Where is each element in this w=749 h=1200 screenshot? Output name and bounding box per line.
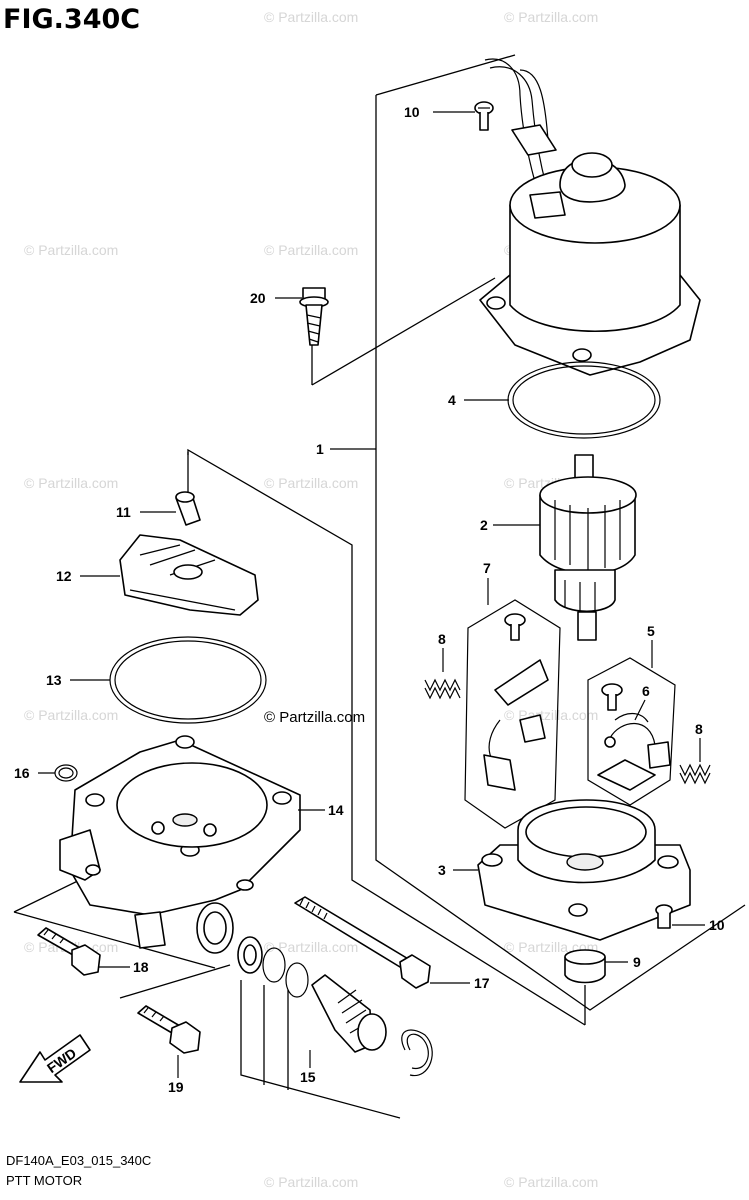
callout-3: 3 [438,862,446,878]
callout-4: 4 [448,392,456,408]
bolt-19 [137,1005,201,1054]
callout-8-right: 8 [695,721,703,737]
callout-5: 5 [647,623,655,639]
watermark: © Partzilla.com [264,939,358,955]
bolt-18 [37,927,101,976]
callout-13: 13 [46,672,62,688]
callout-18: 18 [133,959,149,975]
callout-19: 19 [168,1079,184,1095]
collar-9 [564,949,606,984]
housing-14 [59,735,301,954]
callout-10-upper: 10 [404,104,420,120]
callout-14: 14 [328,802,344,818]
callout-2: 2 [480,517,488,533]
lead-wire-6 [614,712,649,723]
callout-17: 17 [474,975,490,991]
figure-code: DF140A_E03_015_340C [6,1153,151,1168]
callout-6: 6 [642,683,650,699]
bolt-20 [299,287,329,346]
watermark: © Partzilla.com [264,1174,358,1190]
cover-plate-12 [119,534,259,616]
callout-9: 9 [633,954,641,970]
spring-8-right [679,763,711,785]
watermark: © Partzilla.com [24,242,118,258]
callout-20: 20 [250,290,266,306]
fwd-arrow-icon: FWD [19,1034,91,1083]
screw-10-upper [474,101,494,131]
watermark: © Partzilla.com [264,475,358,491]
watermark: © Partzilla.com [504,707,598,723]
valve-group-15 [237,936,433,1077]
watermark: © Partzilla.com [264,242,358,258]
watermark: © Partzilla.com [504,9,598,25]
callout-15: 15 [300,1069,316,1085]
leader-lines [38,111,705,1078]
ptt-motor-body [479,58,701,376]
figure-caption: PTT MOTOR [6,1173,82,1188]
watermark: © Partzilla.com [24,475,118,491]
bolt-17 [294,896,431,989]
watermark: © Partzilla.com [264,9,358,25]
screw-10-lower [655,904,673,929]
screw-11 [175,491,201,526]
watermark-layer: © Partzilla.com © Partzilla.com © Partzi… [24,9,598,1190]
armature-2 [539,454,637,641]
watermark: © Partzilla.com [504,1174,598,1190]
callout-8-left: 8 [438,631,446,647]
callout-1: 1 [316,441,324,457]
watermark: © Partzilla.com [24,707,118,723]
callout-12: 12 [56,568,72,584]
o-ring-13 [109,636,267,724]
figure-title: FIG.340C [3,4,140,35]
callout-16: 16 [14,765,30,781]
callout-7: 7 [483,560,491,576]
assembly-frame-2 [13,448,586,1119]
end-frame-3 [477,799,691,941]
callout-labels: 10 20 4 1 11 2 12 7 8 5 13 6 8 16 14 3 1… [14,104,725,1095]
callout-11: 11 [116,504,131,520]
brush-holder-7 [464,599,561,829]
assembly-frame-1 [311,54,746,1011]
watermark-center: © Partzilla.com [264,709,365,726]
ring-16 [54,764,78,782]
callout-10-lower: 10 [709,917,725,933]
spring-8-left [424,678,461,700]
brush-holder-5 [587,657,676,806]
